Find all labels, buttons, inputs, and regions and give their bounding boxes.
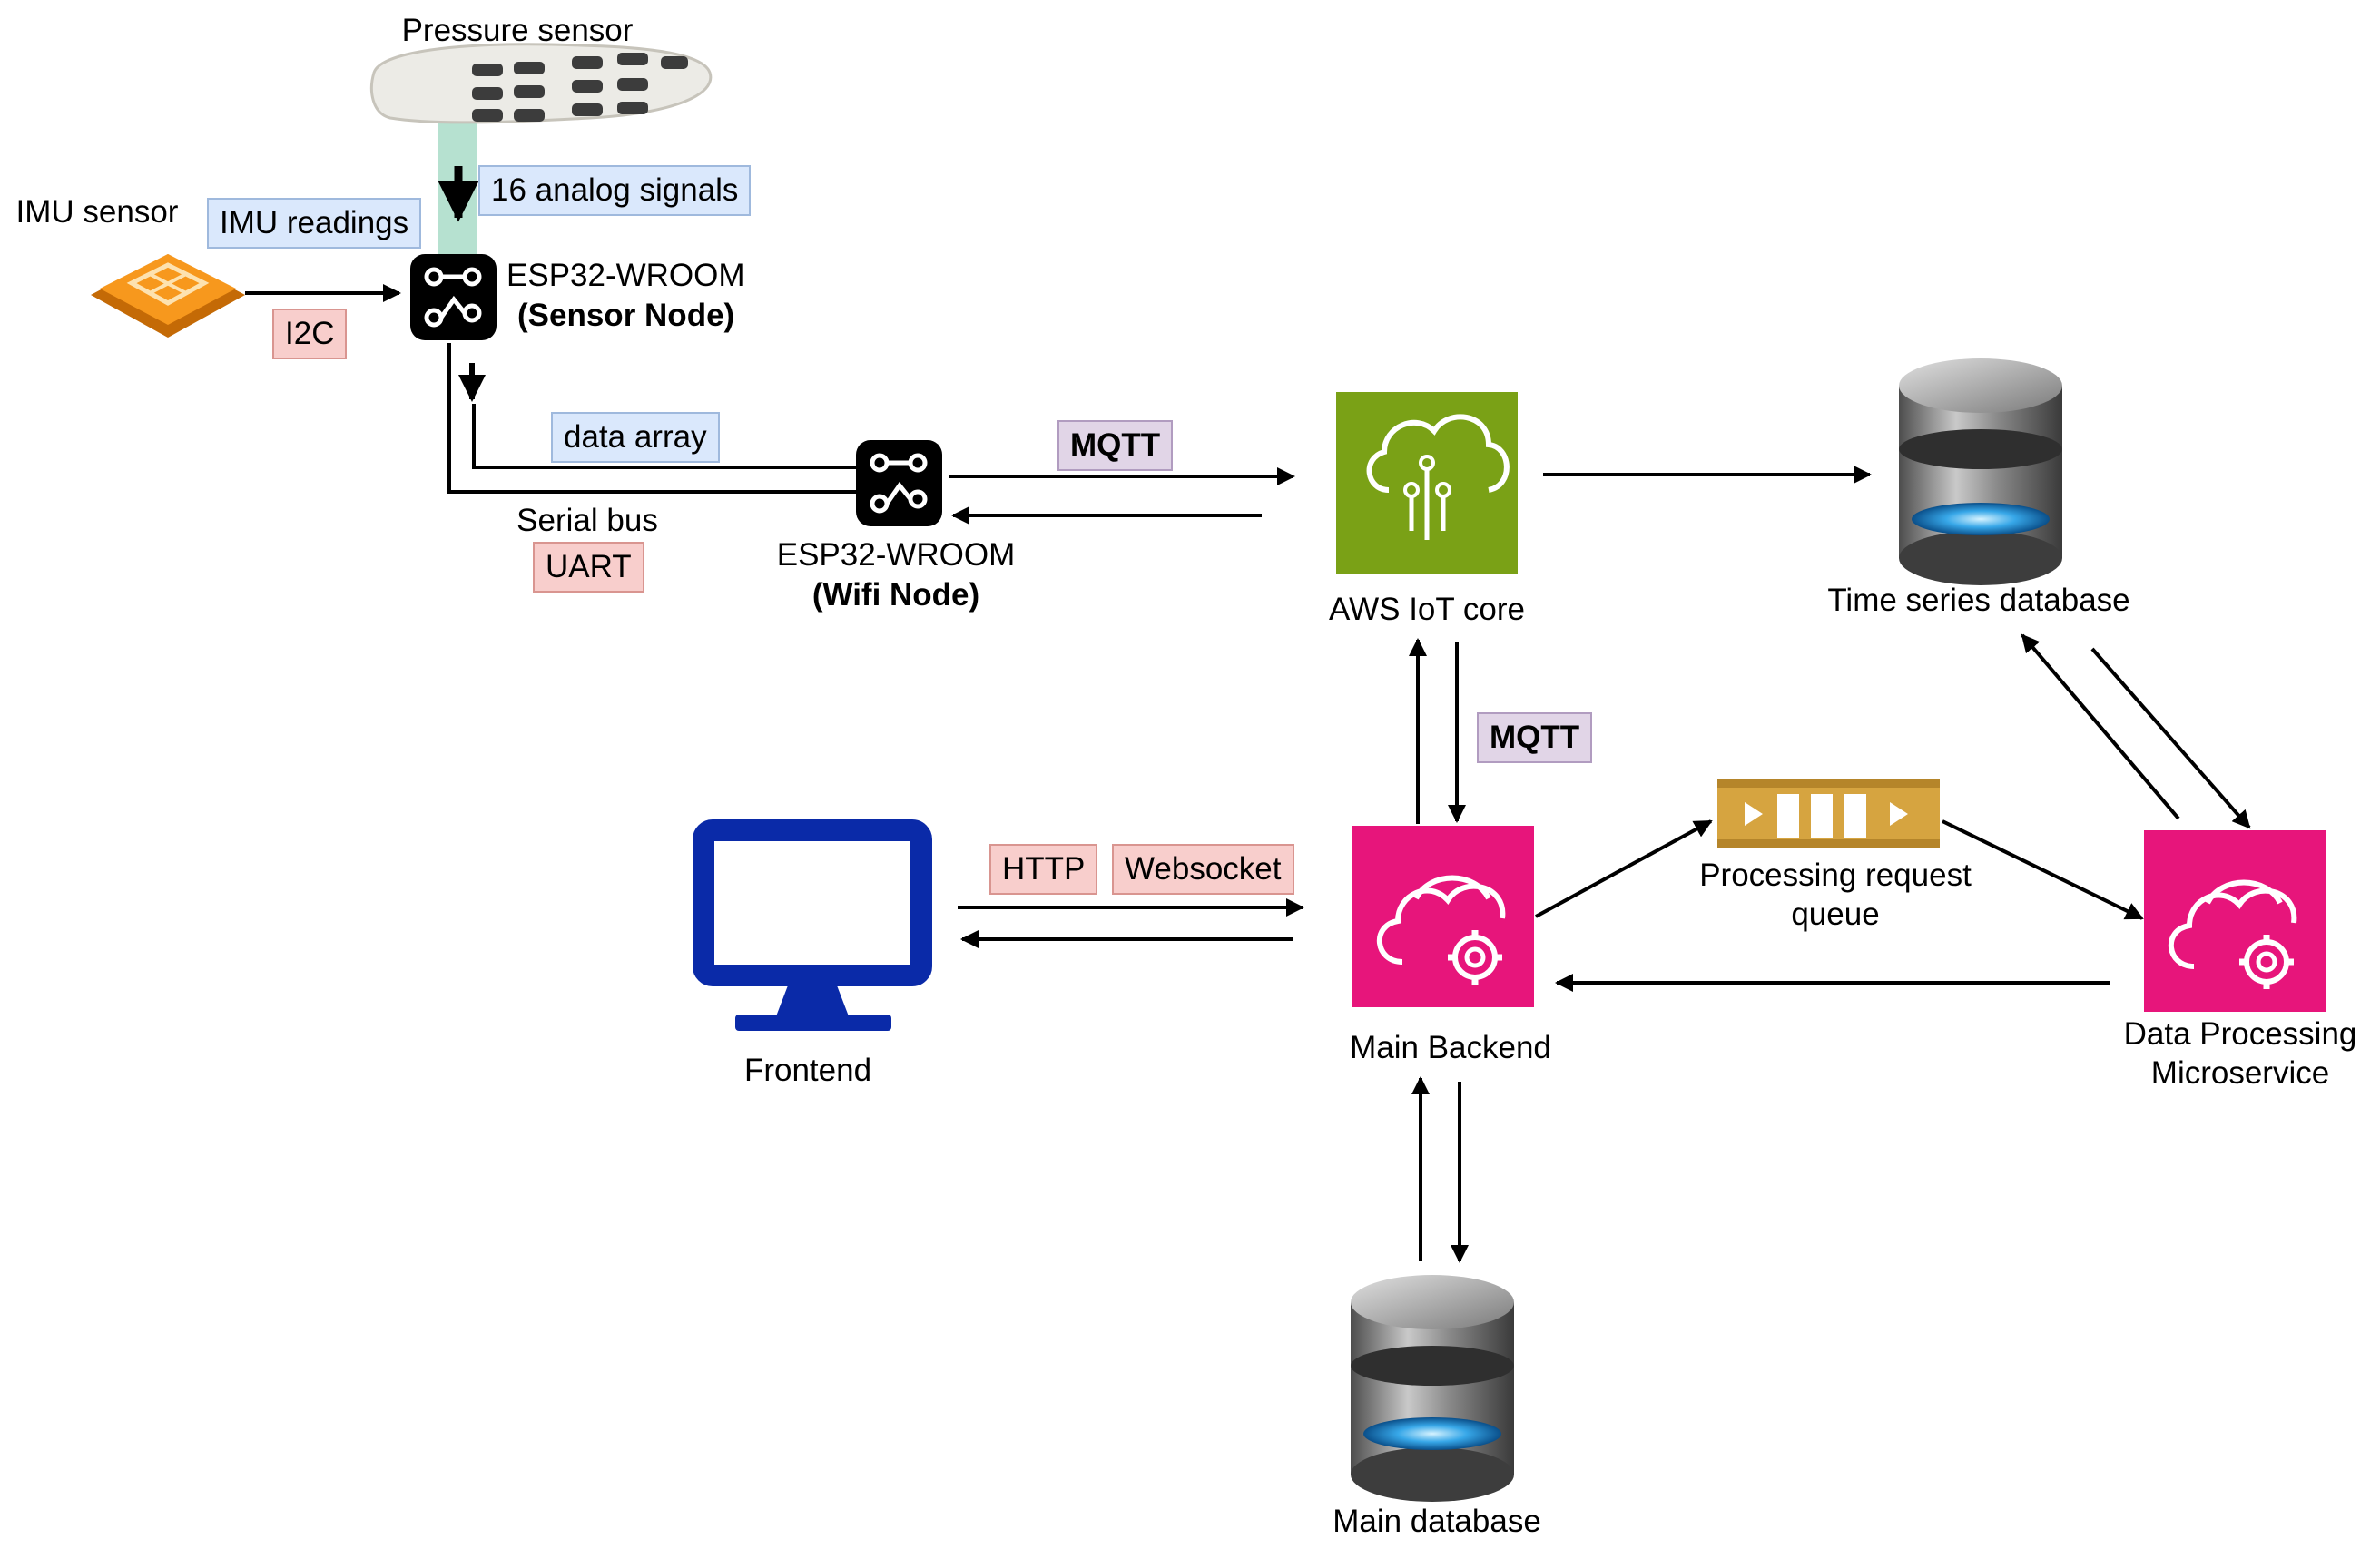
microservice-label-line1: Data Processing [2123, 1016, 2357, 1052]
serial-bus-label: Serial bus [516, 503, 658, 538]
time-series-db-label: Time series database [1827, 583, 2130, 618]
edge-data-array [472, 404, 858, 469]
queue-label-line1: Processing request [1699, 858, 1972, 893]
sensor-node-title: ESP32-WROOM [506, 258, 745, 293]
frontend-label: Frontend [743, 1053, 872, 1088]
wifi-node-subtitle: (Wifi Node) [811, 577, 980, 613]
aws-iot-label: AWS IoT core [1329, 592, 1525, 627]
database-icon [1899, 358, 2062, 585]
queue-label-line2: queue [1791, 897, 1880, 932]
mqtt-label-top: MQTT [1057, 420, 1174, 471]
pressure-sensor-label: Pressure sensor [401, 13, 634, 48]
monitor-icon [693, 819, 932, 1031]
i2c-label: I2C [272, 309, 348, 359]
analog-signals-label: 16 analog signals [478, 165, 752, 216]
mqtt-label-vertical: MQTT [1477, 712, 1593, 763]
cloud-gear-icon [2144, 830, 2326, 1012]
data-array-label: data array [551, 412, 720, 463]
main-db-label: Main database [1333, 1504, 1541, 1539]
database-icon [1351, 1275, 1514, 1502]
imu-sensor-label: IMU sensor [15, 194, 179, 230]
wifi-node-title: ESP32-WROOM [776, 537, 1016, 573]
cloud-gear-icon [1352, 826, 1534, 1007]
sensor-node-subtitle: (Sensor Node) [517, 298, 735, 333]
edge-timeseries-to-microservice [2090, 647, 2251, 829]
esp32-chip-icon [410, 254, 497, 340]
message-queue-icon [1717, 779, 1940, 848]
imu-readings-label: IMU readings [207, 198, 422, 249]
connectors [245, 166, 2251, 1263]
imu-chip-icon [91, 254, 245, 338]
websocket-label: Websocket [1112, 844, 1294, 895]
microservice-label-line2: Microservice [2150, 1055, 2330, 1091]
aws-iot-core-icon [1336, 392, 1518, 574]
edge-queue-to-microservice [1942, 819, 2144, 920]
main-backend-label: Main Backend [1350, 1030, 1551, 1065]
uart-label: UART [533, 542, 644, 593]
edge-backend-to-queue [1535, 819, 1713, 918]
esp32-chip-icon [856, 440, 942, 526]
edge-serial-bus [447, 343, 858, 494]
http-label: HTTP [989, 844, 1098, 895]
edge-microservice-to-timeseries [2021, 633, 2180, 820]
insole-pressure-sensor-icon [370, 43, 713, 268]
